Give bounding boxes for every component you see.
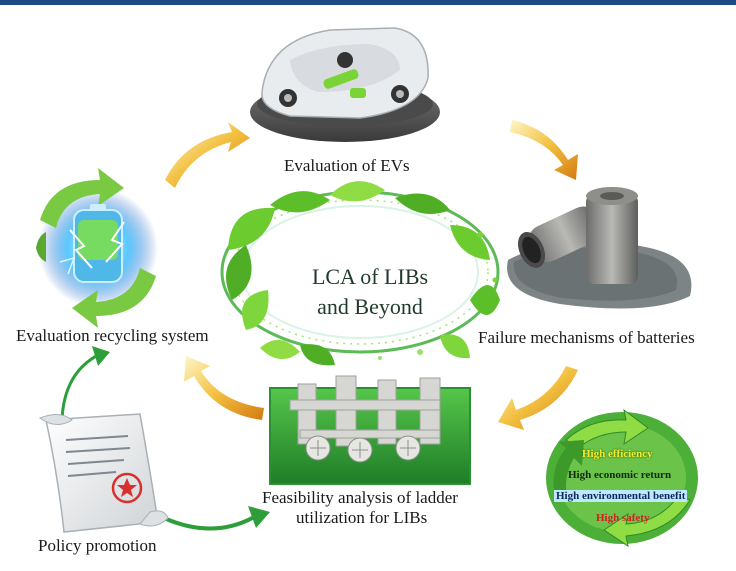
- benefit-high-safety: High safety: [596, 512, 650, 524]
- label-policy-promotion: Policy promotion: [38, 536, 157, 555]
- top-accent-bar: [0, 0, 736, 5]
- arrow-to-failure: [510, 120, 578, 180]
- recycling-battery-icon: [36, 168, 158, 328]
- benefit-high-efficiency: High efficiency: [582, 448, 653, 460]
- arrow-to-ladder: [498, 366, 578, 430]
- benefit-high-economic-return: High economic return: [568, 469, 672, 481]
- leaf-ring-icon: [220, 181, 500, 366]
- benefits-cycle-icon: [546, 408, 698, 548]
- battery-icon: [507, 187, 692, 309]
- center-title-line2: and Beyond: [317, 294, 423, 319]
- car-icon: [250, 27, 440, 142]
- arrow-to-evs: [165, 122, 250, 188]
- label-ladder-line2: utilization for LIBs: [296, 508, 428, 527]
- center-title: LCA of LIBs and Beyond: [290, 262, 450, 322]
- policy-document-icon: [38, 413, 169, 533]
- label-evaluation-recycling: Evaluation recycling system: [16, 326, 209, 345]
- center-title-line1: LCA of LIBs: [311, 264, 429, 289]
- benefit-high-environmental: High environmental benefit: [554, 490, 688, 502]
- label-ladder-line1: Feasibility analysis of ladder: [262, 488, 458, 507]
- cycle-arrows: [165, 120, 578, 430]
- label-evaluation-evs: Evaluation of EVs: [284, 156, 410, 175]
- label-failure-mechanisms: Failure mechanisms of batteries: [478, 328, 695, 347]
- arrow-to-recycling: [184, 356, 264, 420]
- green-arrows: [60, 346, 270, 531]
- ladder-battery-module-icon: [269, 375, 471, 485]
